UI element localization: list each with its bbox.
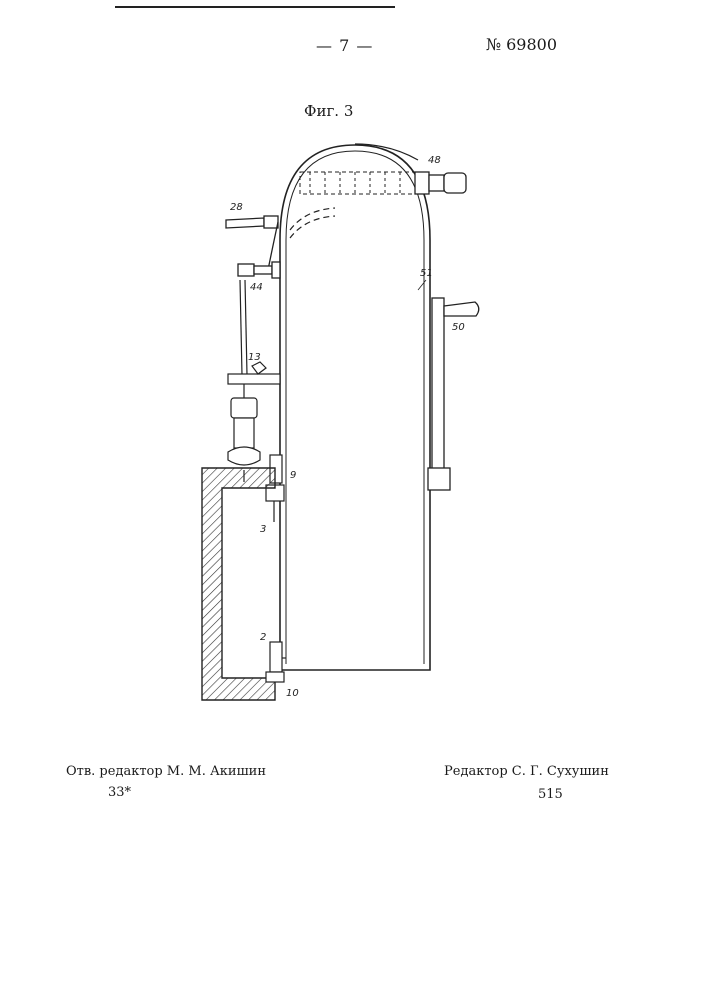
label-51: 51 <box>420 268 433 279</box>
technical-drawing: 48 28 44 51 50 13 <box>190 130 480 720</box>
label-2: 2 <box>260 632 266 643</box>
editor: Редактор С. Г. Сухушин <box>444 764 609 779</box>
fitting-44 <box>238 262 280 278</box>
label-13: 13 <box>248 352 261 363</box>
label-44: 44 <box>250 282 263 293</box>
base-housing <box>202 468 275 700</box>
gear-2 <box>266 642 286 682</box>
handle-48 <box>415 172 466 194</box>
order-number: 515 <box>538 787 563 802</box>
label-3: 3 <box>260 524 266 535</box>
sheet-code: 33* <box>108 785 131 800</box>
label-9: 9 <box>290 470 296 481</box>
figure-caption: Фиг. 3 <box>304 102 353 120</box>
top-coil-tube <box>300 172 415 194</box>
vessel-body <box>280 144 430 670</box>
label-28: 28 <box>230 202 243 213</box>
responsible-editor: Отв. редактор М. М. Акишин <box>66 764 266 779</box>
spindle-assembly <box>228 280 280 482</box>
page-number: — 7 — <box>316 36 373 55</box>
inner-dashed-arc <box>290 208 335 230</box>
label-50: 50 <box>452 322 465 333</box>
label-48: 48 <box>428 155 441 166</box>
handle-28 <box>226 216 278 270</box>
label-10: 10 <box>286 688 299 699</box>
top-rule <box>115 6 395 8</box>
patent-number: № 69800 <box>486 35 557 54</box>
